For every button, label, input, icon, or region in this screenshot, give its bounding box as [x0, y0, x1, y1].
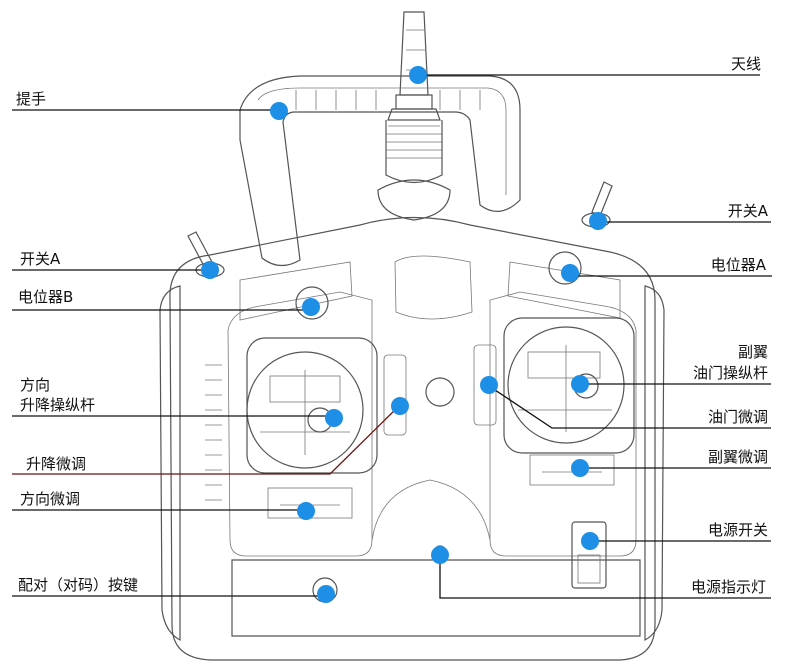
label-elevator-trim: 升降微调: [26, 455, 87, 473]
right-stick-marker: [571, 375, 589, 393]
power-led-marker: [431, 546, 449, 564]
left-gimbal-drawing: [246, 337, 378, 474]
label-antenna: 天线: [730, 55, 761, 73]
antenna-marker: [409, 66, 427, 84]
leader-lines: [12, 74, 772, 599]
label-throttle-trim: 油门微调: [707, 408, 768, 426]
elevator-trim-marker: [391, 397, 409, 415]
label-pot-a: 电位器A: [710, 256, 766, 274]
label-power-switch: 电源开关: [707, 521, 768, 539]
label-bind-button: 配对（对码）按键: [18, 576, 139, 594]
label-left-stick-line1: 方向: [20, 376, 51, 394]
label-power-led: 电源指示灯: [690, 578, 766, 596]
label-pot-b: 电位器B: [18, 288, 74, 306]
switch-a-left-marker: [201, 261, 219, 279]
aileron-trim-marker: [571, 459, 589, 477]
label-aileron-trim: 副翼微调: [707, 448, 768, 466]
bind-button-marker: [317, 585, 335, 603]
markers: [201, 66, 607, 603]
throttle-trim-marker: [480, 376, 498, 394]
antenna-drawing: [377, 11, 451, 221]
handle-drawing: [239, 75, 521, 267]
pot-a-marker: [561, 264, 579, 282]
label-right-stick-line2: 油门操纵杆: [692, 364, 768, 382]
body-drawing: [159, 216, 665, 661]
power-switch-marker: [581, 532, 599, 550]
label-right-stick-line1: 副翼: [737, 343, 768, 361]
label-switch-a-right: 开关A: [727, 202, 768, 220]
handle-marker: [270, 102, 288, 120]
rudder-trim-marker: [297, 502, 315, 520]
label-left-stick-line2: 升降操纵杆: [20, 396, 96, 414]
left-stick-marker: [325, 409, 343, 427]
switch-a-right-marker: [589, 212, 607, 230]
label-rudder-trim: 方向微调: [20, 490, 81, 508]
switch-drawings: [187, 181, 613, 278]
right-gimbal-drawing: [503, 317, 635, 454]
pot-b-marker: [302, 298, 320, 316]
label-handle: 提手: [16, 90, 47, 108]
label-switch-a-left: 开关A: [20, 250, 61, 268]
potentiometer-drawings: [295, 251, 582, 320]
